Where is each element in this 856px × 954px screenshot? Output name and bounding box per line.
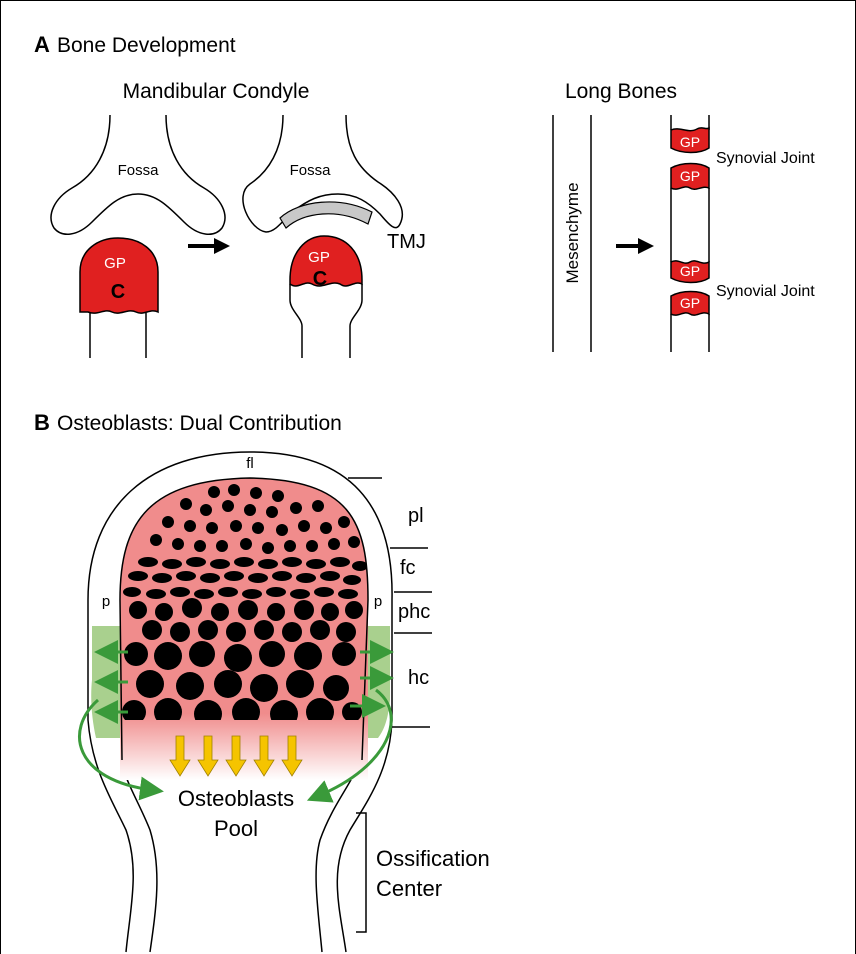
shaft-inner-right (316, 762, 360, 952)
synovial-joint-label-2: Synovial Joint (716, 283, 815, 300)
tmj-label: TMJ (387, 231, 426, 253)
bone-bottom-shaft (671, 314, 709, 352)
gp-label-long-3: GP (680, 263, 700, 279)
panel-b-title: Osteoblasts: Dual Contribution (57, 412, 342, 435)
p-label-left: p (102, 593, 110, 610)
osteoblasts-pool-line2: Pool (214, 816, 258, 841)
panel-a-title: Bone Development (57, 34, 236, 57)
osteoblasts-pool-line1: Osteoblasts (178, 786, 294, 811)
arrow-long-bones-head (638, 238, 654, 254)
zone-label-fc: fc (400, 557, 416, 579)
fl-label: fl (246, 455, 254, 472)
zone-label-hc: hc (408, 667, 429, 689)
panel-b-letter: B (34, 410, 50, 435)
p-label-right: p (374, 593, 382, 610)
gp-label-long-4: GP (680, 295, 700, 311)
gp-label-condyle-1: GP (104, 255, 126, 272)
condyle-body-2 (290, 284, 362, 358)
c-label-condyle-1: C (111, 281, 125, 303)
bone-mid-shaft (671, 188, 709, 262)
panel-a-letter: A (34, 32, 50, 57)
arrow-condyle-head (214, 238, 230, 254)
gp-label-condyle-2: GP (308, 249, 330, 266)
zone-label-phc: phc (398, 601, 430, 623)
mandibular-heading: Mandibular Condyle (123, 80, 310, 103)
gp-label-long-2: GP (680, 168, 700, 184)
fossa-label-2: Fossa (290, 162, 332, 179)
long-bones-heading: Long Bones (565, 80, 677, 103)
ossification-line2: Center (376, 876, 442, 901)
c-label-condyle-2: C (313, 268, 327, 290)
gp-label-long-1: GP (680, 134, 700, 150)
fossa-label-1: Fossa (118, 162, 160, 179)
synovial-joint-label-1: Synovial Joint (716, 150, 815, 167)
zone-label-pl: pl (408, 505, 424, 527)
condyle-neck-1 (90, 313, 146, 358)
mesenchyme-label: Mesenchyme (563, 182, 582, 283)
ossification-line1: Ossification (376, 846, 490, 871)
ossification-bracket (356, 813, 366, 932)
